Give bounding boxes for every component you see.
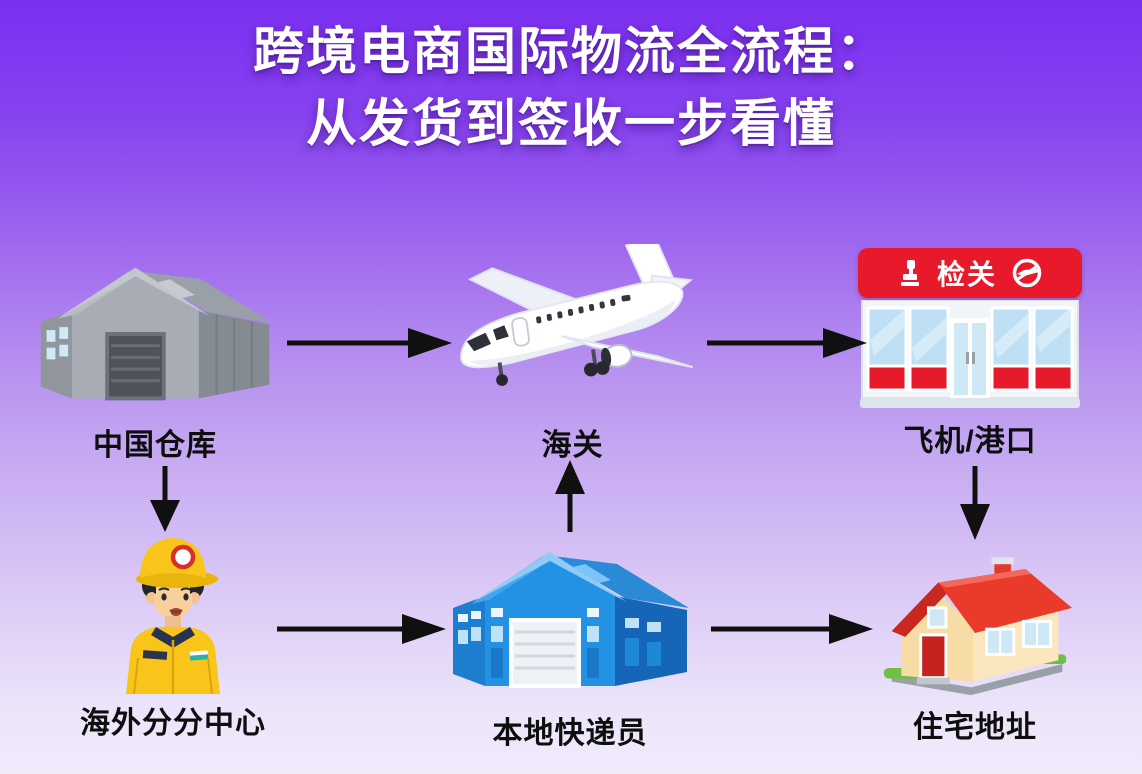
page-title-line1: 跨境电商国际物流全流程： [252,23,889,80]
customs-sign-text: 检关 [936,259,997,290]
arrow-china-warehouse-to-customs [287,328,452,358]
no-entry-plane-icon [1012,258,1042,288]
blue-warehouse-icon [453,552,689,688]
page-title-line2: 从发货到签收一步看懂 [305,95,836,153]
airplane-icon [460,244,694,386]
arrow-china-warehouse-to-overseas-center [150,466,180,532]
customs-storefront-icon [860,300,1080,408]
gray-warehouse-icon [40,267,272,401]
node-china-warehouse: 中国仓库 [30,250,280,464]
arrow-overseas-center-to-local-courier [277,614,446,644]
node-label-home-address: 住宅地址 [913,711,1037,744]
arrow-customs-to-plane-port [707,328,867,358]
node-label-china-warehouse: 中国仓库 [93,429,217,462]
arrow-local-courier-to-customs [555,460,585,532]
node-customs: 海关 [440,244,705,464]
node-home-address: 住宅地址 [872,538,1078,746]
node-label-plane-port: 飞机/港口 [903,425,1037,458]
node-overseas-center: 海外分分中心 [68,524,278,742]
courier-icon [126,538,220,694]
node-local-courier: 本地快递员 [438,534,702,752]
node-label-local-courier: 本地快递员 [492,717,648,750]
node-label-customs: 海关 [541,429,604,462]
house-icon [883,557,1072,696]
node-label-overseas-center: 海外分分中心 [80,707,266,740]
customs-sign: 检关 [858,248,1082,298]
stamp-icon [900,260,919,286]
arrow-plane-port-to-home-address [960,466,990,540]
node-plane-port: 检关 [852,248,1088,460]
page-title: 跨境电商国际物流全流程： 从发货到签收一步看懂 [0,16,1142,161]
arrow-local-courier-to-home-address [711,614,873,644]
